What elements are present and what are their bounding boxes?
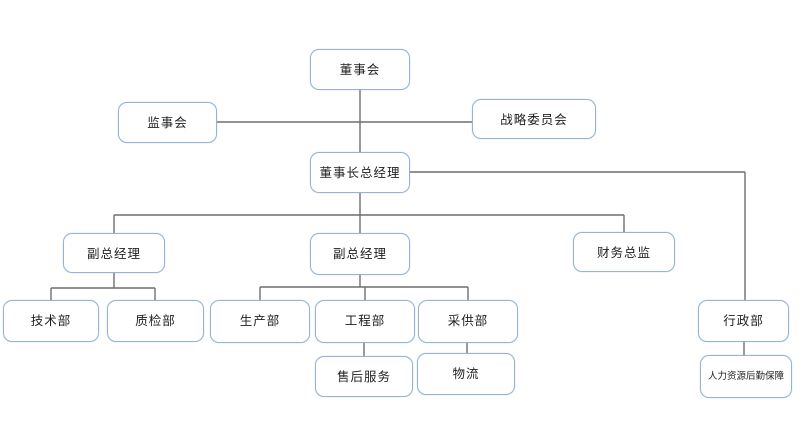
node-board: 董事会 bbox=[310, 49, 410, 90]
node-qc-dept: 质检部 bbox=[107, 300, 204, 342]
node-strategy-committee: 战略委员会 bbox=[472, 99, 596, 139]
node-supervisory-board: 监事会 bbox=[118, 102, 217, 143]
node-deputy-gm-mid: 副总经理 bbox=[310, 233, 410, 275]
node-production-dept: 生产部 bbox=[210, 300, 310, 343]
node-after-sales: 售后服务 bbox=[315, 356, 413, 397]
node-hr-support: 人力资源后勤保障 bbox=[700, 355, 792, 398]
node-deputy-gm-left: 副总经理 bbox=[63, 233, 165, 273]
node-finance-director: 财务总监 bbox=[573, 232, 675, 272]
node-engineering-dept: 工程部 bbox=[315, 300, 415, 343]
node-procurement-dept: 采供部 bbox=[418, 300, 518, 343]
node-admin-dept: 行政部 bbox=[698, 300, 789, 342]
node-tech-dept: 技术部 bbox=[3, 300, 99, 342]
node-chairman-gm: 董事长总经理 bbox=[310, 152, 410, 193]
node-logistics: 物流 bbox=[417, 353, 515, 395]
